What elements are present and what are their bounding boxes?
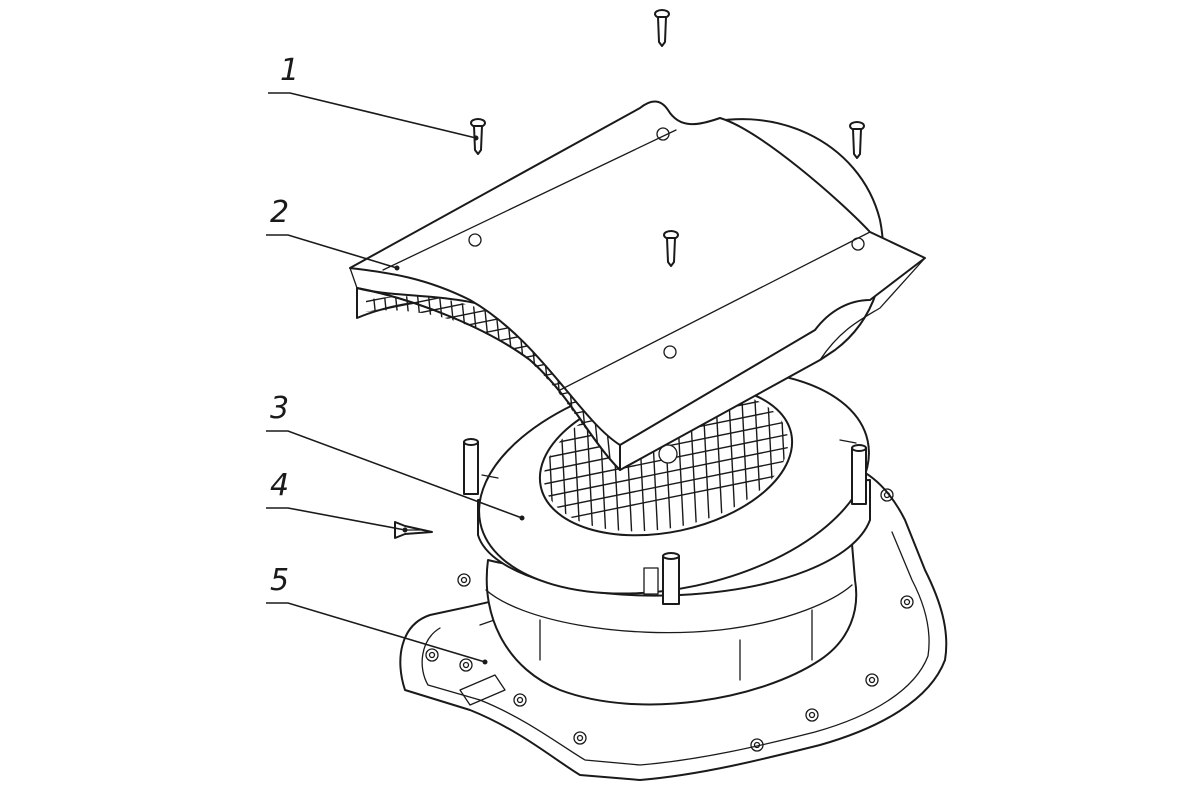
ring-post-front	[643, 552, 680, 605]
callout-label: 2	[270, 195, 289, 230]
mesh-line	[382, 296, 404, 465]
ring-post-left	[463, 438, 479, 495]
screw-center	[663, 230, 679, 267]
callout-4: 4	[266, 468, 408, 533]
flange-holes	[425, 488, 914, 752]
mesh-line	[393, 296, 415, 465]
rivet	[394, 521, 433, 539]
mesh-line	[366, 296, 616, 314]
callout-label: 4	[270, 468, 289, 503]
screw-right	[849, 121, 865, 159]
callout-label: 1	[280, 53, 299, 88]
callout-label: 5	[270, 563, 289, 598]
callout-1: 1	[268, 53, 479, 141]
screw-left	[470, 118, 486, 155]
callout-label: 3	[270, 391, 289, 426]
screw-top	[654, 9, 670, 47]
callout-3: 3	[266, 391, 525, 521]
callout-2: 2	[266, 195, 400, 271]
ring-post-right	[851, 444, 867, 505]
callout-5: 5	[266, 563, 488, 665]
mesh-line	[404, 296, 426, 465]
